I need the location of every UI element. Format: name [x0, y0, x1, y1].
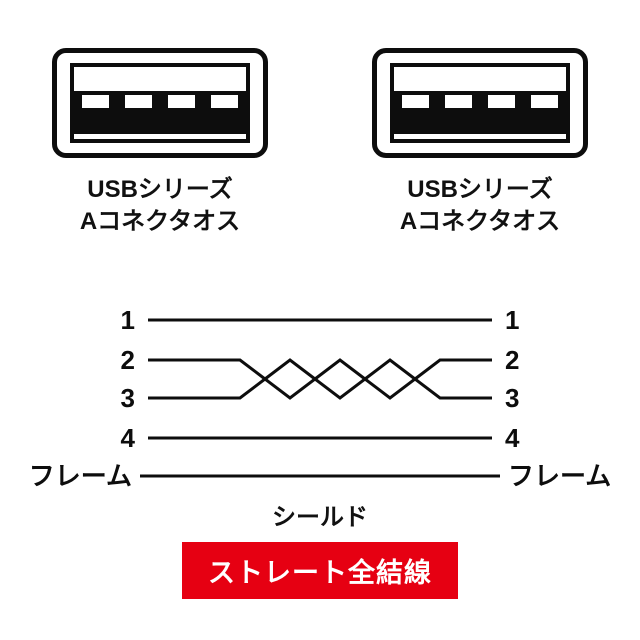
- pin-label-right-4: 4: [505, 423, 520, 453]
- connector-label-left: USBシリーズ Aコネクタオス: [80, 174, 240, 239]
- connector-label-right-line1: USBシリーズ: [407, 176, 553, 203]
- straight-wiring-badge: ストレート全結線: [182, 542, 458, 599]
- usb-a-inner-shell: [70, 63, 250, 143]
- connector-label-right: USBシリーズ Aコネクタオス: [400, 174, 560, 239]
- connector-block-right: USBシリーズ Aコネクタオス: [330, 48, 630, 239]
- connector-block-left: USBシリーズ Aコネクタオス: [10, 48, 310, 239]
- twisted-pair-strand-b: [148, 358, 492, 400]
- twisted-pair-strand-a: [148, 358, 492, 400]
- usb-a-contacts: [402, 95, 558, 108]
- usb-a-contact-bar: [74, 91, 246, 134]
- pin-label-left-3: 3: [121, 383, 135, 413]
- connectors-row: USBシリーズ Aコネクタオス USB: [0, 48, 640, 239]
- usb-contact-pin: [531, 95, 558, 108]
- wiring-diagram: 1 1 2 2 3 3 4 4 フレーム フレーム: [29, 295, 611, 500]
- pin-label-left-2: 2: [121, 345, 135, 375]
- connector-label-right-line2: Aコネクタオス: [399, 208, 561, 236]
- pin-label-right-2: 2: [505, 345, 519, 375]
- pin-label-right-frame: フレーム: [508, 461, 610, 491]
- wiring-svg: 1 1 2 2 3 3 4 4 フレーム フレーム: [29, 305, 611, 491]
- connector-label-left-line2: Aコネクタオス: [79, 208, 241, 236]
- usb-a-contacts: [82, 95, 238, 108]
- usb-contact-pin: [168, 95, 195, 108]
- pin-label-left-1: 1: [121, 305, 135, 335]
- pin-label-right-1: 1: [505, 305, 519, 335]
- usb-contact-pin: [125, 95, 152, 108]
- connector-label-left-line1: USBシリーズ: [87, 176, 233, 203]
- usb-contact-pin: [488, 95, 515, 108]
- usb-a-connector-icon: [52, 48, 268, 158]
- usb-contact-pin: [445, 95, 472, 108]
- shield-label: シールド: [272, 504, 368, 531]
- usb-a-inner-shell: [390, 63, 570, 143]
- usb-contact-pin: [402, 95, 429, 108]
- usb-contact-pin: [82, 95, 109, 108]
- pin-label-left-4: 4: [121, 423, 136, 453]
- usb-a-connector-icon: [372, 48, 588, 158]
- usb-a-contact-bar: [394, 91, 566, 134]
- pin-label-right-3: 3: [505, 383, 519, 413]
- pin-label-left-frame: フレーム: [30, 461, 132, 491]
- badge-wrap: ストレート全結線: [0, 542, 640, 599]
- usb-contact-pin: [211, 95, 238, 108]
